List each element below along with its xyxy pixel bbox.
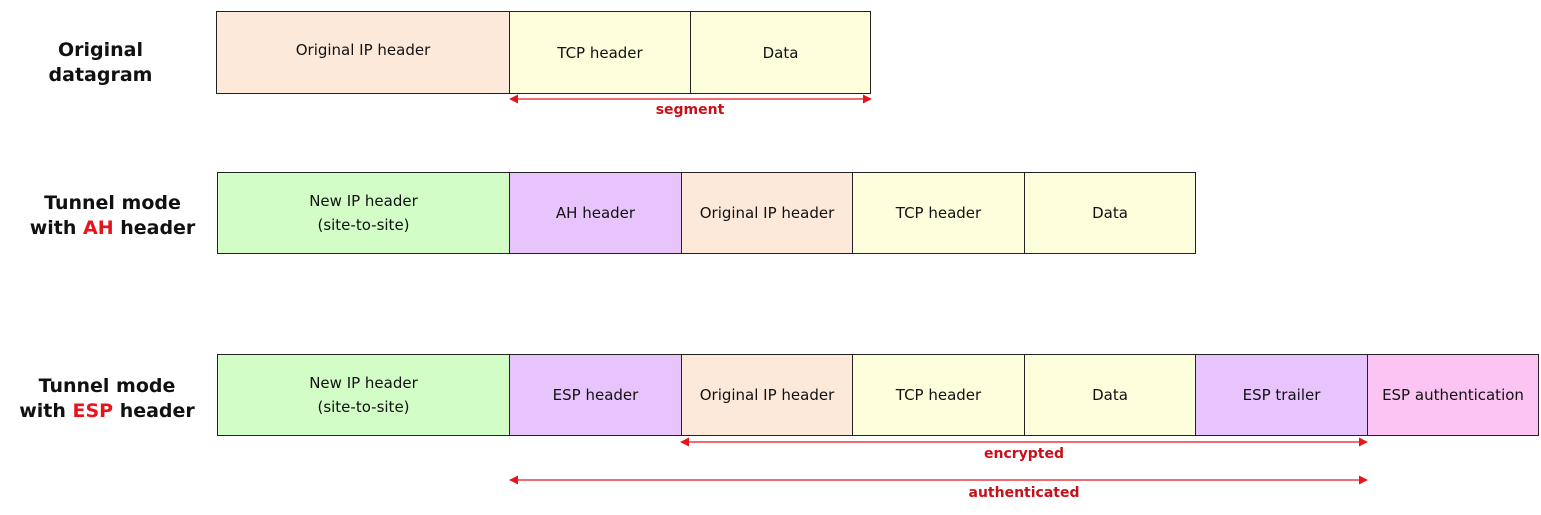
label-highlight-esp: ESP bbox=[72, 400, 114, 422]
cell-text: Original IP header bbox=[295, 40, 431, 59]
row-label-line: with AH header bbox=[20, 216, 205, 241]
cell-text: ESP authentication bbox=[1382, 386, 1524, 404]
cell-esp-header: ESP header bbox=[509, 354, 682, 436]
cell-text: New IP header bbox=[309, 192, 418, 210]
row-label-tunnel-esp: Tunnel mode with ESP header bbox=[12, 374, 202, 424]
row-label-original-datagram: Original datagram bbox=[8, 38, 193, 88]
row-label-tunnel-ah: Tunnel mode with AH header bbox=[20, 191, 205, 241]
cell-text: ESP trailer bbox=[1242, 386, 1321, 404]
cell-esp-authentication: ESP authentication bbox=[1367, 354, 1539, 436]
label-suffix: header bbox=[113, 400, 195, 422]
cell-text: Data bbox=[1092, 204, 1128, 222]
label-prefix: with bbox=[29, 217, 83, 239]
cell-ah-header: AH header bbox=[509, 172, 682, 254]
authenticated-label: authenticated bbox=[968, 485, 1080, 501]
cell-text: Original IP header bbox=[699, 204, 835, 222]
cell-data: Data bbox=[690, 11, 871, 94]
cell-text: (site-to-site) bbox=[317, 216, 410, 234]
cell-text: (site-to-site) bbox=[317, 398, 410, 416]
encrypted-label: encrypted bbox=[983, 446, 1065, 462]
cell-text: Original IP header bbox=[699, 386, 835, 404]
cell-tcp-header: TCP header bbox=[852, 172, 1025, 254]
label-prefix: with bbox=[19, 400, 73, 422]
cell-text: TCP header bbox=[557, 43, 643, 62]
label-highlight-ah: AH bbox=[82, 217, 114, 239]
cell-text: Data bbox=[1092, 386, 1128, 404]
cell-text: TCP header bbox=[895, 386, 982, 404]
cell-text: Data bbox=[762, 43, 799, 62]
cell-original-ip-header: Original IP header bbox=[681, 172, 853, 254]
row-label-line: Tunnel mode bbox=[38, 375, 176, 397]
cell-tcp-header: TCP header bbox=[852, 354, 1025, 436]
cell-esp-trailer: ESP trailer bbox=[1195, 354, 1368, 436]
cell-tcp-header: TCP header bbox=[509, 11, 691, 94]
cell-data: Data bbox=[1024, 354, 1196, 436]
segment-label: segment bbox=[655, 102, 725, 118]
cell-text: ESP header bbox=[552, 386, 639, 404]
cell-original-ip-header: Original IP header bbox=[216, 11, 510, 94]
row-label-line: with ESP header bbox=[12, 399, 202, 424]
label-suffix: header bbox=[113, 217, 196, 239]
cell-text: TCP header bbox=[895, 204, 982, 222]
cell-new-ip-header: New IP header (site-to-site) bbox=[217, 172, 510, 254]
row-label-line: Original datagram bbox=[48, 39, 153, 86]
cell-text: AH header bbox=[555, 204, 636, 222]
cell-new-ip-header: New IP header (site-to-site) bbox=[217, 354, 510, 436]
cell-text: New IP header bbox=[309, 374, 418, 392]
row-label-line: Tunnel mode bbox=[44, 192, 181, 214]
cell-data: Data bbox=[1024, 172, 1196, 254]
